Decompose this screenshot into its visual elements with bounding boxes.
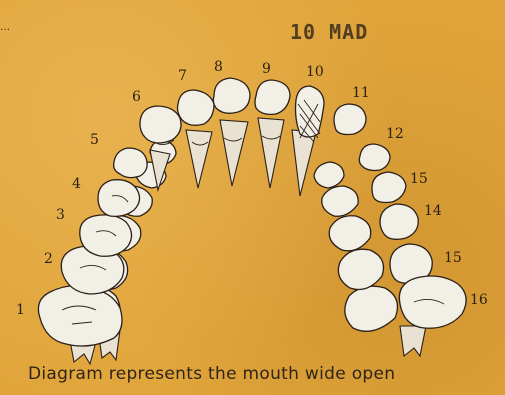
- tooth-number-12: 12: [386, 126, 404, 142]
- tooth-number-10: 10: [306, 64, 324, 80]
- dot-mark: …: [0, 22, 10, 33]
- tooth-number-16: 16: [470, 292, 488, 308]
- tooth-number-4: 4: [72, 176, 81, 192]
- tooth-number-9: 9: [262, 61, 271, 77]
- tooth-number-5: 5: [90, 132, 99, 148]
- tooth-number-11: 11: [352, 85, 370, 101]
- tooth-number-15: 15: [444, 250, 462, 266]
- tooth-number-7: 7: [178, 68, 187, 84]
- left-teeth: [38, 106, 181, 364]
- tooth-number-13: 15: [410, 171, 428, 187]
- tooth-number-3: 3: [56, 207, 65, 223]
- tooth-number-2: 2: [44, 251, 53, 267]
- diagram-caption: Diagram represents the mouth wide open: [28, 364, 488, 384]
- tooth-number-8: 8: [214, 59, 223, 75]
- tooth-number-6: 6: [132, 89, 141, 105]
- tooth-number-1: 1: [16, 302, 25, 318]
- tooth-number-14: 14: [424, 203, 442, 219]
